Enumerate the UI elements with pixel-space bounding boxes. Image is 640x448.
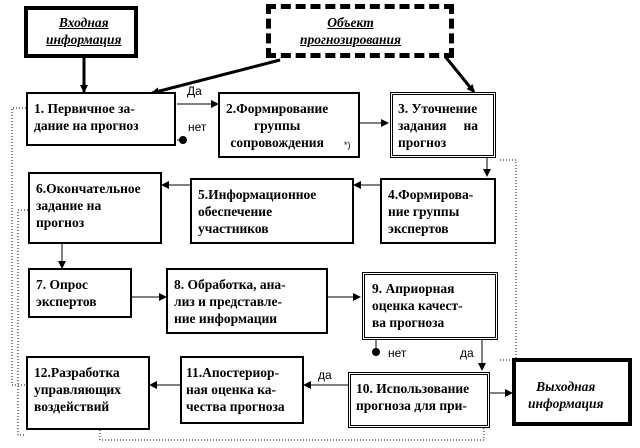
label-yes-1: Да (187, 84, 202, 98)
node-3 (390, 92, 496, 158)
node-1 (26, 92, 176, 146)
node-9 (362, 272, 498, 340)
node-3-label: 3. Уточнение задания на прогноз (398, 101, 479, 150)
node-12-label: 12.Разработка управляющих воздействий (34, 365, 122, 414)
output-info-label: Выходная информация (528, 379, 604, 411)
arrow-object-to-3 (442, 54, 476, 93)
node-2-label: 2.Формирование группы сопровождения (226, 101, 329, 150)
output-info-box (512, 358, 632, 426)
feedback-loop-left (11, 107, 26, 386)
input-info-label: Входная информация (46, 15, 122, 47)
node-2-note: *) (344, 140, 351, 150)
feedback-loop-left2 (17, 209, 28, 436)
feedback-loop-bottom (99, 425, 485, 441)
node-6-label: 6.Окончательное задание на прогноз (36, 181, 141, 230)
node-12 (26, 356, 150, 430)
label-yes-9: да (460, 346, 474, 360)
no-dot-9 (372, 348, 380, 356)
node-9-label: 9. Априорная оценка качест- ва прогноза (372, 281, 463, 330)
label-no-1: нет (188, 120, 207, 134)
node-8-label: 8. Обработка, ана- лиз и представле- ние… (174, 277, 286, 326)
node-7 (28, 268, 132, 318)
node-4 (380, 178, 496, 244)
node-10 (348, 372, 490, 428)
node-6 (28, 172, 162, 244)
node-11-label: 11.Апостериор- ная оценка ка- чества про… (186, 365, 285, 414)
node-7-label: 7. Опрос экспертов (36, 277, 97, 309)
node-1-label: 1. Первичное за- дание на прогноз (34, 101, 139, 133)
node-5 (190, 178, 354, 244)
object-box (266, 4, 454, 58)
label-yes-10: да (318, 368, 332, 382)
node-11 (180, 356, 304, 424)
label-no-9: нет (388, 346, 407, 360)
node-2 (218, 92, 360, 158)
node-4-label: 4.Формирова- ние группы экспертов (388, 187, 474, 236)
feedback-loop-right (500, 159, 517, 361)
arrow-object-to-1 (151, 58, 281, 96)
input-info-box (24, 6, 138, 58)
node-5-label: 5.Информационное обеспечение участников (198, 187, 317, 236)
object-label: Объект прогнозирования (300, 15, 401, 47)
node-10-label: 10. Использование прогноза для при- (356, 381, 470, 413)
node-8 (166, 268, 328, 334)
